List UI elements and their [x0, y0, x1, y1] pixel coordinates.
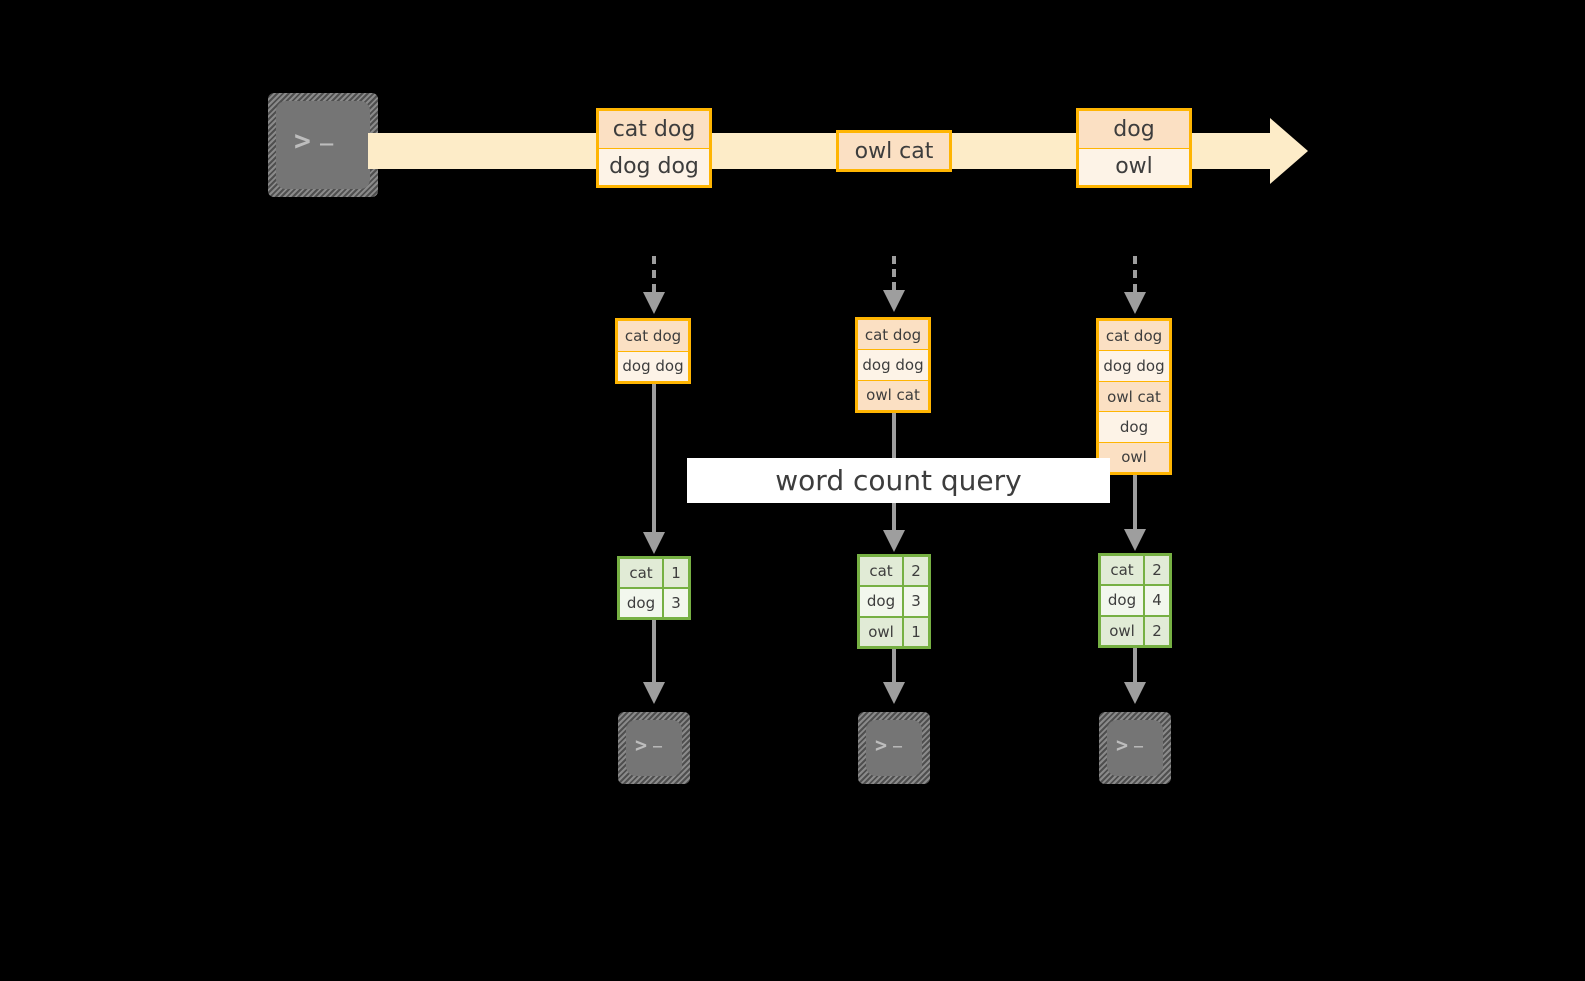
result-row: cat 1 [620, 559, 688, 589]
input-line: cat dog [858, 320, 928, 351]
result-word: cat [860, 557, 904, 586]
terminal-cursor-glyph: _ [893, 730, 903, 748]
input-line: cat dog [1099, 321, 1169, 352]
result-row: dog 3 [860, 587, 928, 618]
result-word: dog [620, 589, 664, 617]
event-stream-arrowhead [1270, 118, 1308, 184]
terminal-prompt-glyph: > [294, 124, 313, 157]
result-word: owl [1101, 616, 1145, 645]
query-arrowhead-t1 [643, 532, 665, 554]
stream-to-input-connector-t1 [652, 256, 656, 292]
terminal-screen: > _ [1107, 720, 1163, 776]
result-row: cat 2 [860, 557, 928, 588]
stream-line: dog [1079, 111, 1189, 149]
query-label-text: word count query [775, 464, 1022, 497]
source-terminal-icon: > _ [268, 93, 378, 197]
result-count: 2 [1145, 616, 1169, 645]
sink-arrowhead-t2 [883, 682, 905, 704]
input-line: dog dog [618, 351, 688, 381]
result-count: 2 [904, 557, 928, 586]
query-arrowhead-t3 [1124, 529, 1146, 551]
terminal-screen: > _ [626, 720, 682, 776]
result-count: 1 [664, 559, 688, 587]
sink-arrowhead-t3 [1124, 682, 1146, 704]
result-table-t2: cat 2 dog 3 owl 1 [857, 554, 931, 649]
result-count: 3 [904, 587, 928, 616]
result-count: 2 [1145, 556, 1169, 585]
result-word: owl [860, 617, 904, 646]
result-table-t1: cat 1 dog 3 [617, 556, 691, 620]
sink-connector-t3 [1133, 648, 1137, 682]
result-count: 3 [664, 589, 688, 617]
stream-batch-1: cat dog dog dog [596, 108, 712, 188]
input-line: dog dog [1099, 351, 1169, 382]
result-count: 4 [1145, 586, 1169, 615]
terminal-prompt-glyph: > [635, 733, 649, 757]
result-row: cat 2 [1101, 556, 1169, 587]
result-row: dog 3 [620, 589, 688, 617]
sink-connector-t2 [892, 649, 896, 682]
sink-arrowhead-t1 [643, 682, 665, 704]
input-table-t2: cat dog dog dog owl cat [855, 317, 931, 413]
sink-terminal-icon-t3: > _ [1099, 712, 1171, 784]
result-word: cat [1101, 556, 1145, 585]
result-row: owl 1 [860, 617, 928, 646]
terminal-screen: > _ [866, 720, 922, 776]
stream-to-input-connector-t3 [1133, 256, 1137, 292]
word-count-query-label: word count query [687, 458, 1110, 503]
sink-terminal-icon-t2: > _ [858, 712, 930, 784]
stream-line: owl cat [839, 133, 949, 169]
result-count: 1 [904, 617, 928, 646]
stream-to-input-arrowhead-t3 [1124, 292, 1146, 314]
terminal-cursor-glyph: _ [653, 730, 663, 748]
input-line: dog dog [858, 350, 928, 381]
stream-line: cat dog [599, 111, 709, 149]
input-line: dog [1099, 412, 1169, 443]
result-word: cat [620, 559, 664, 587]
stream-to-input-arrowhead-t2 [883, 290, 905, 312]
stream-line: owl [1079, 148, 1189, 185]
sink-connector-t1 [652, 620, 656, 682]
stream-batch-2: owl cat [836, 130, 952, 172]
result-table-t3: cat 2 dog 4 owl 2 [1098, 553, 1172, 648]
stream-batch-3: dog owl [1076, 108, 1192, 188]
result-row: dog 4 [1101, 586, 1169, 617]
stream-to-input-arrowhead-t1 [643, 292, 665, 314]
input-line: owl cat [1099, 381, 1169, 413]
terminal-cursor-glyph: _ [1134, 730, 1144, 748]
result-word: dog [860, 587, 904, 616]
input-line: owl cat [858, 380, 928, 410]
input-line: owl [1099, 442, 1169, 473]
stream-line: dog dog [599, 148, 709, 185]
input-table-t1: cat dog dog dog [615, 318, 691, 384]
stream-to-input-connector-t2 [892, 256, 896, 290]
query-connector-t1 [652, 384, 656, 532]
terminal-prompt-glyph: > [1116, 733, 1130, 757]
input-table-t3: cat dog dog dog owl cat dog owl [1096, 318, 1172, 475]
terminal-screen: > _ [276, 101, 370, 189]
result-row: owl 2 [1101, 616, 1169, 645]
query-connector-t3 [1133, 475, 1137, 529]
terminal-prompt-glyph: > [875, 733, 889, 757]
query-arrowhead-t2 [883, 530, 905, 552]
result-word: dog [1101, 586, 1145, 615]
sink-terminal-icon-t1: > _ [618, 712, 690, 784]
input-line: cat dog [618, 321, 688, 352]
terminal-cursor-glyph: _ [320, 121, 335, 146]
